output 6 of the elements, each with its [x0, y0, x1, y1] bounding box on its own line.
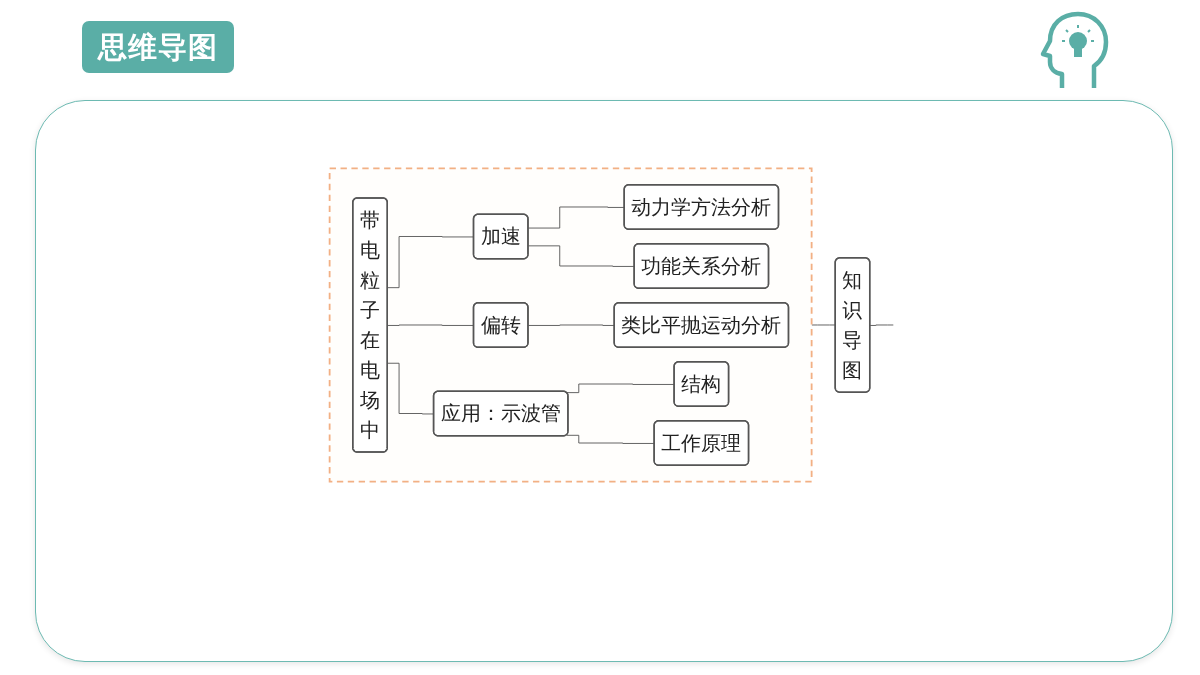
- connector: [811, 324, 836, 326]
- connector: [869, 324, 894, 326]
- connector: [566, 383, 675, 394]
- title-badge: 思维导图: [82, 21, 234, 73]
- cluster: [328, 167, 813, 483]
- content-panel: 带电粒子在电场中 加速 偏转 应用：示波管 动力学方法分析 功能关系分析 类比平抛运动分析 结构 工作原理 知识导图: [35, 100, 1173, 662]
